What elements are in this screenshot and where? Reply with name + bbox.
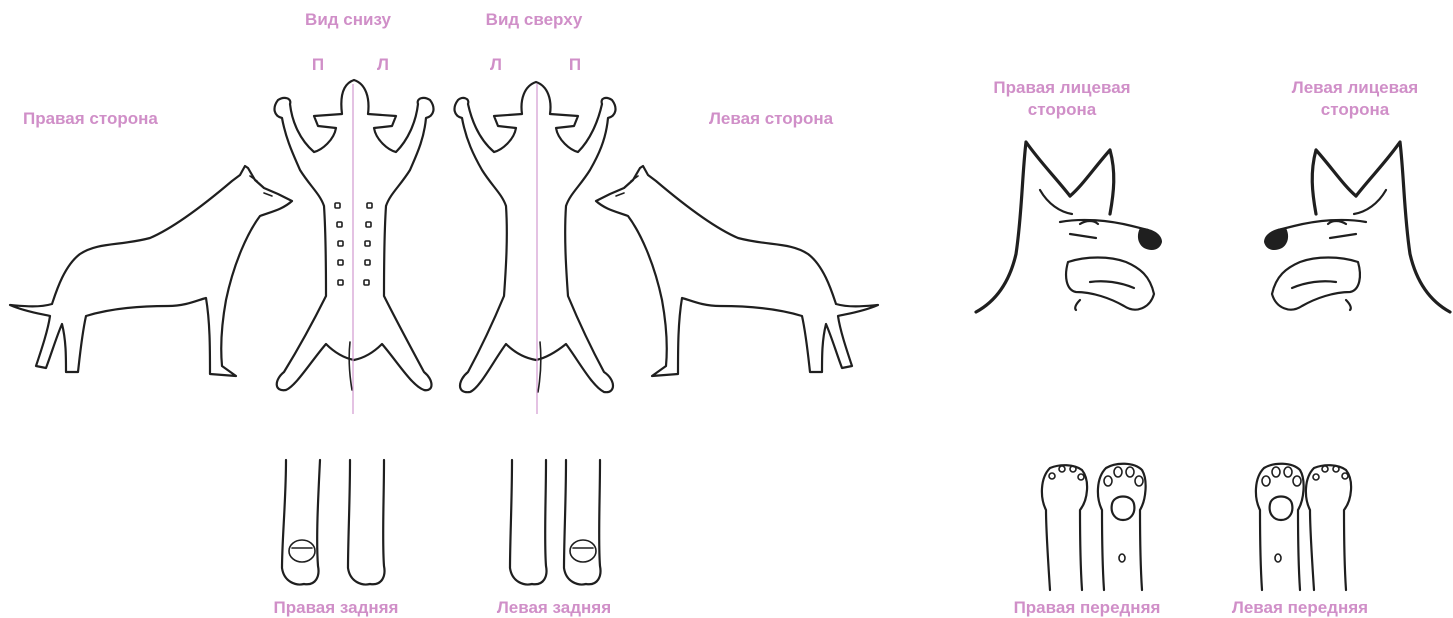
hind-legs-right-pair xyxy=(282,460,384,584)
front-paws-right-pair xyxy=(1042,464,1146,590)
dog-bottom-view-silhouette xyxy=(275,80,434,390)
hind-legs-left-pair xyxy=(510,460,600,584)
dog-head-left-profile xyxy=(1264,142,1450,312)
front-paws-left-pair xyxy=(1256,464,1351,590)
dog-top-view-silhouette xyxy=(455,82,616,392)
dog-right-side-silhouette xyxy=(10,166,292,376)
dog-head-right-profile xyxy=(976,142,1162,312)
dog-left-side-silhouette xyxy=(596,166,878,376)
